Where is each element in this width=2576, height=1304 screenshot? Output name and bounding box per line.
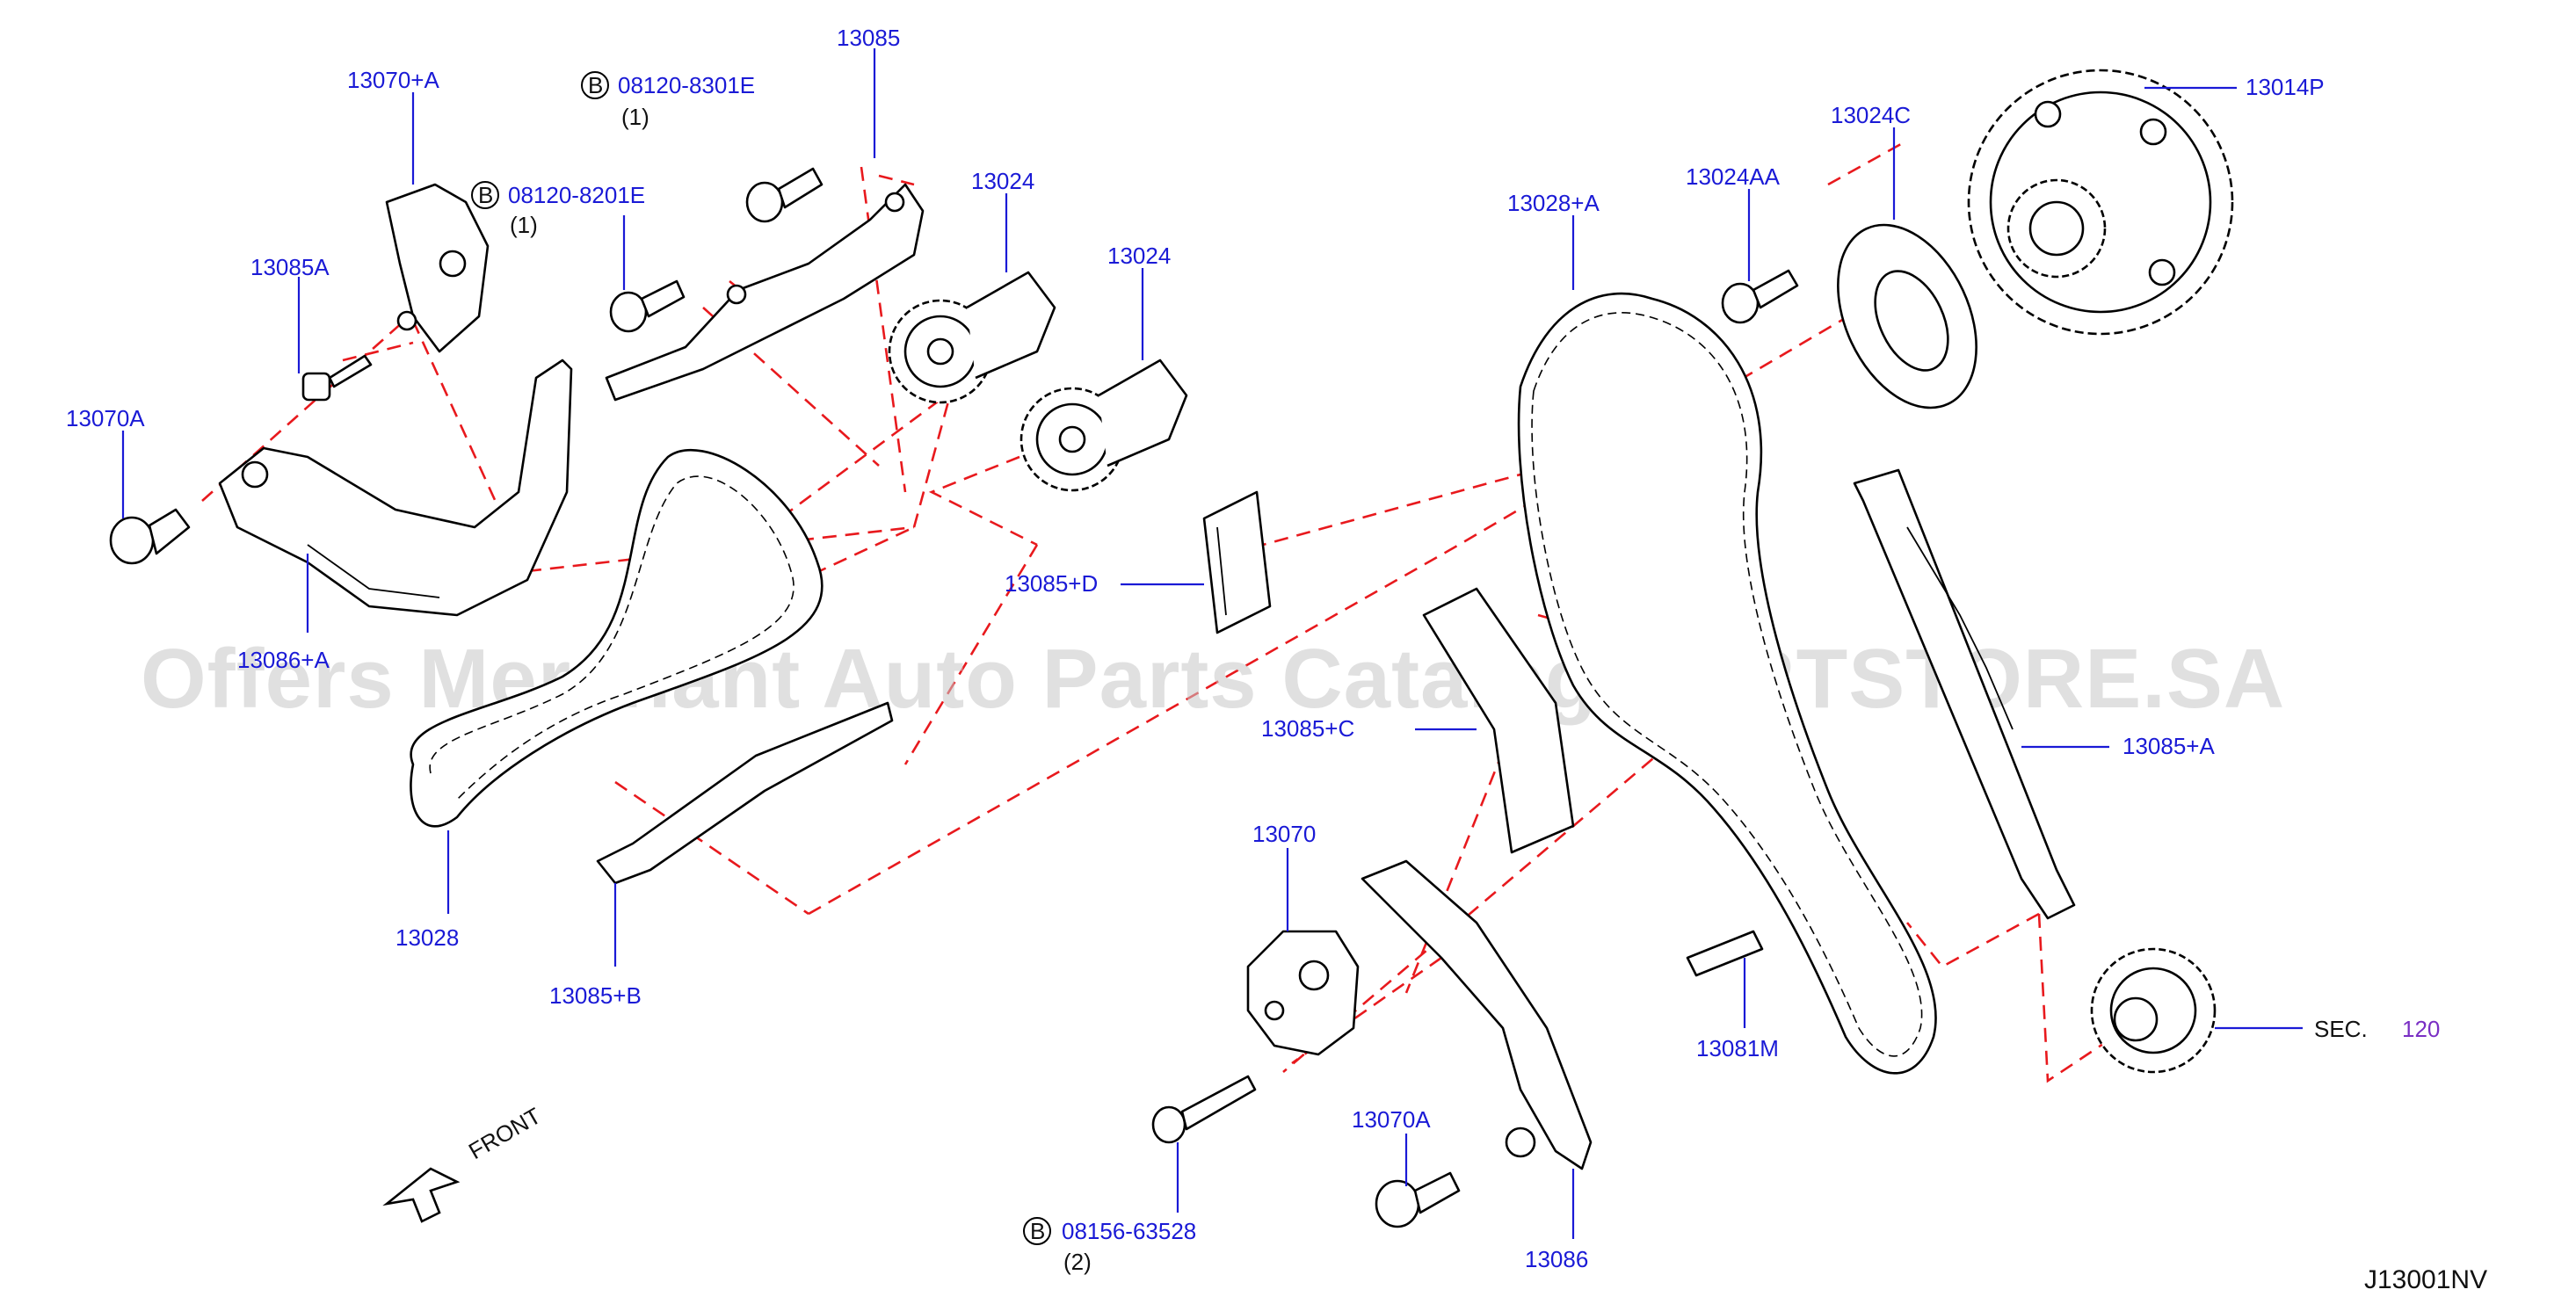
part-labels: 13070+A B 08120-8301E (1) 13085 B 08120-… [66, 25, 2487, 1294]
label-13028[interactable]: 13028 [395, 924, 459, 951]
sprocket-13024-upper[interactable] [888, 271, 1056, 404]
circle-b-icon: B [1030, 1218, 1045, 1244]
chain-13028[interactable] [410, 448, 824, 828]
label-13085-plus-c[interactable]: 13085+C [1261, 715, 1354, 742]
tensioner-13070-plus-a[interactable] [385, 183, 490, 353]
label-13085[interactable]: 13085 [837, 25, 900, 51]
callout-08120-8301e[interactable]: B 08120-8301E (1) [581, 71, 755, 130]
bolt-13085a[interactable] [301, 354, 373, 402]
label-08156-63528: 08156-63528 [1062, 1218, 1196, 1244]
guide-13085-plus-b[interactable] [596, 701, 894, 885]
tensioner-13070[interactable] [1246, 930, 1360, 1056]
qty-08156-63528: (2) [1063, 1249, 1092, 1275]
guide-13086-plus-a[interactable] [218, 359, 573, 617]
label-13086-plus-a[interactable]: 13086+A [237, 647, 330, 673]
callout-08156-63528[interactable]: B 08156-63528 (2) [1023, 1217, 1196, 1275]
circle-b-icon: B [478, 182, 493, 208]
label-13024-lower[interactable]: 13024 [1107, 243, 1171, 269]
guide-13086[interactable] [1361, 859, 1593, 1170]
label-13024c[interactable]: 13024C [1831, 102, 1911, 128]
chain-13028-plus-a[interactable] [1517, 292, 1937, 1075]
label-13070[interactable]: 13070 [1252, 821, 1316, 847]
label-13070a-left[interactable]: 13070A [66, 405, 145, 431]
label-13024-upper[interactable]: 13024 [971, 168, 1034, 194]
label-13070a-right[interactable]: 13070A [1352, 1106, 1431, 1133]
leader-lines [121, 48, 2303, 1239]
diagram-code: J13001NV [2364, 1265, 2487, 1294]
sec-prefix: SEC. [2314, 1016, 2368, 1042]
label-13085-plus-d[interactable]: 13085+D [1005, 570, 1098, 597]
label-08120-8301e: 08120-8301E [618, 72, 755, 98]
pin-13081m[interactable] [1686, 930, 1764, 977]
bolt-13070a-right[interactable] [1375, 1171, 1461, 1228]
bolt-08120-8301e[interactable] [745, 167, 824, 223]
sec-number: 120 [2402, 1016, 2440, 1042]
label-13086[interactable]: 13086 [1525, 1246, 1588, 1272]
bolt-08156-63528[interactable] [1151, 1075, 1257, 1144]
guide-13085-plus-a[interactable] [1853, 468, 2076, 920]
plate-13024c[interactable] [1810, 203, 2004, 431]
front-arrow: FRONT [382, 1102, 546, 1223]
label-13085a[interactable]: 13085A [250, 254, 330, 280]
qty-08120-8301e: (1) [621, 104, 649, 130]
label-13014p[interactable]: 13014P [2246, 74, 2325, 100]
label-08120-8201e: 08120-8201E [508, 182, 645, 208]
sprocket-13024-lower[interactable] [1020, 359, 1188, 492]
label-13081m[interactable]: 13081M [1696, 1035, 1779, 1061]
bolt-13024aa[interactable] [1721, 269, 1799, 324]
bolt-08120-8201e[interactable] [609, 279, 686, 333]
qty-08120-8201e: (1) [510, 212, 538, 238]
label-13070-plus-a[interactable]: 13070+A [347, 67, 439, 93]
guide-13085-plus-d[interactable] [1202, 490, 1272, 634]
guide-13085[interactable] [605, 183, 925, 402]
circle-b-icon: B [588, 72, 603, 98]
sprocket-sec-120[interactable] [2090, 947, 2217, 1074]
sprocket-13014p[interactable] [1967, 69, 2234, 336]
front-arrow-icon [382, 1167, 461, 1223]
label-13024aa[interactable]: 13024AA [1686, 163, 1781, 190]
label-13028-plus-a[interactable]: 13028+A [1507, 190, 1600, 216]
callout-08120-8201e[interactable]: B 08120-8201E (1) [471, 181, 645, 238]
label-13085-plus-b[interactable]: 13085+B [549, 982, 642, 1009]
bolt-13070a-left[interactable] [109, 508, 191, 565]
front-label: FRONT [464, 1102, 546, 1164]
label-13085-plus-a[interactable]: 13085+A [2122, 733, 2215, 759]
guide-13085-plus-c[interactable] [1422, 587, 1575, 854]
callout-sec-120[interactable]: SEC. 120 [2314, 1016, 2440, 1042]
